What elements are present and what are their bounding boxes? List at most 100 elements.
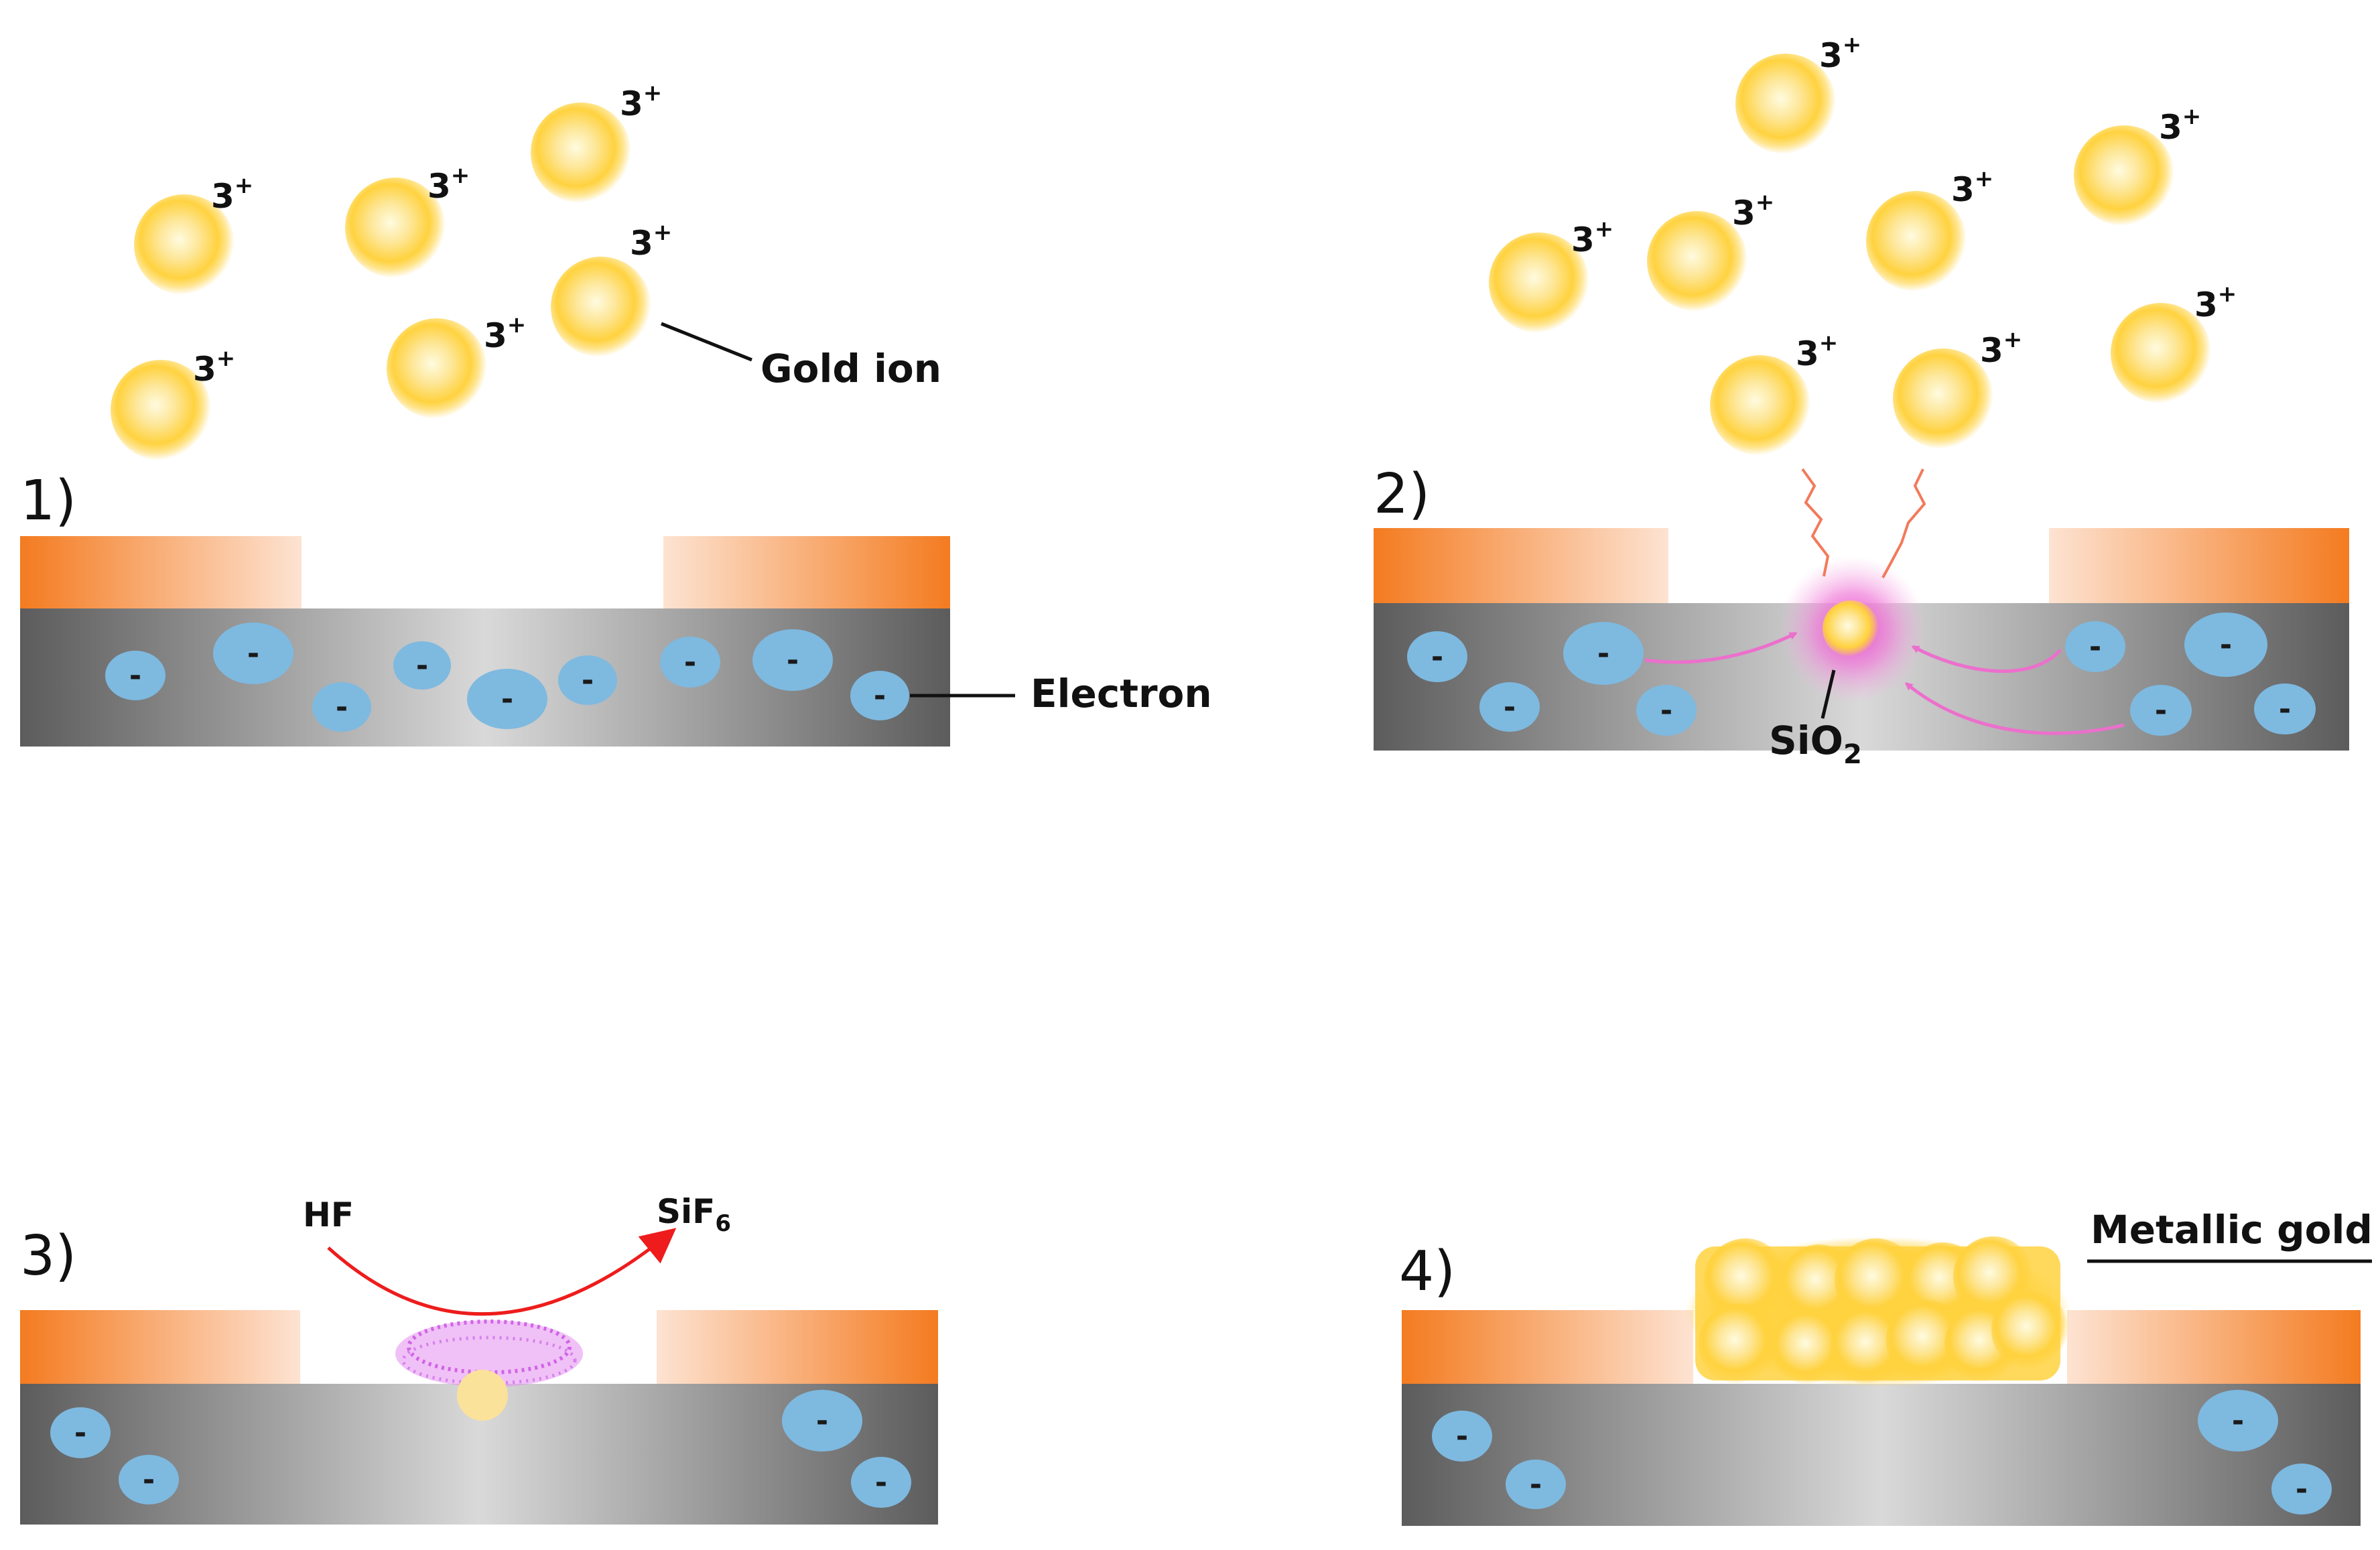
svg-text:-: - [247, 637, 259, 671]
photoresist-right [657, 1310, 938, 1384]
svg-text:-: - [1597, 637, 1609, 671]
electron: - [213, 623, 293, 684]
svg-text:-: - [336, 690, 348, 724]
gold-ion: 3+ [1647, 189, 1774, 312]
electron: - [2271, 1464, 2332, 1514]
electron-cloud: - - - - - - - - [1407, 612, 2316, 736]
dissolving-oxide [395, 1319, 583, 1421]
panel-3: 3) - - - - HF SiF6 [20, 1192, 938, 1525]
svg-text:3+: 3+ [193, 345, 235, 389]
electron: - [1506, 1460, 1566, 1509]
svg-text:-: - [2155, 694, 2167, 728]
electron-cloud: - - - - [50, 1390, 911, 1508]
svg-text:-: - [129, 659, 141, 693]
electron: - [850, 671, 909, 720]
gold-nucleus [457, 1370, 508, 1421]
sif6-label: SiF6 [657, 1192, 731, 1237]
svg-text:-: - [501, 682, 513, 716]
svg-text:-: - [2296, 1472, 2308, 1506]
svg-text:-: - [2232, 1404, 2244, 1438]
electron: - [2065, 621, 2125, 672]
svg-text:3+: 3+ [1951, 166, 1993, 209]
electron: - [119, 1455, 179, 1504]
electron: - [1563, 622, 1644, 685]
gold-ion: 3+ [1489, 216, 1613, 333]
electron-cloud: - - - - [1432, 1390, 2332, 1514]
photoresist-right [663, 536, 950, 608]
gold-ion-leader [661, 322, 752, 362]
electron: - [782, 1390, 862, 1451]
svg-text:-: - [875, 1466, 887, 1500]
svg-text:-: - [582, 663, 594, 698]
electron: - [558, 655, 617, 705]
svg-text:-: - [416, 649, 428, 683]
photoresist-left [20, 1310, 300, 1384]
electron: - [105, 651, 166, 700]
svg-text:3+: 3+ [620, 80, 662, 123]
svg-text:3+: 3+ [1571, 216, 1613, 259]
svg-text:3+: 3+ [2159, 103, 2201, 147]
electron: - [1407, 631, 1467, 682]
svg-text:3+: 3+ [630, 219, 672, 263]
sio2-leader [1821, 669, 1836, 719]
photoresist-left [1402, 1310, 1693, 1384]
photoresist-right [2067, 1310, 2361, 1384]
electron-cloud: - - - - - - - - - [105, 623, 909, 732]
svg-text:3+: 3+ [427, 162, 470, 206]
electron: - [467, 669, 547, 729]
panel-4: 4) - - - - Metallic gold [1399, 1207, 2373, 1526]
reaction-arrow [327, 1228, 677, 1316]
svg-text:3+: 3+ [484, 312, 526, 355]
electron: - [1636, 685, 1697, 736]
silicon-substrate [1402, 1384, 2361, 1526]
gold-ion: 3+ [1866, 166, 1993, 292]
svg-text:3+: 3+ [1732, 189, 1774, 233]
svg-text:-: - [2220, 628, 2232, 662]
photoresist-right [2049, 528, 2349, 603]
svg-text:3+: 3+ [2194, 281, 2237, 324]
electron: - [2254, 684, 2316, 734]
step-label-3: 3) [20, 1224, 76, 1288]
svg-text:-: - [1431, 640, 1443, 674]
svg-text:-: - [2089, 630, 2101, 664]
svg-text:-: - [787, 643, 799, 677]
step-label-2: 2) [1374, 462, 1430, 526]
metallic-gold-label: Metallic gold [2091, 1207, 2373, 1252]
electron: - [2184, 612, 2267, 677]
gold-ion: 3+ [2074, 103, 2201, 226]
electron: - [2130, 685, 2192, 736]
step-label-1: 1) [20, 469, 76, 533]
metallic-gold-deposit [1685, 1236, 2070, 1387]
gold-ion: 3+ [2111, 281, 2237, 403]
electron: - [660, 637, 720, 688]
svg-text:-: - [1660, 694, 1672, 728]
gold-ion: 3+ [1893, 326, 2022, 449]
gold-ion: 3+ [134, 172, 253, 295]
gold-ion: 3+ [345, 162, 470, 278]
gold-ion: 3+ [1735, 31, 1861, 154]
svg-text:-: - [1504, 690, 1516, 724]
electron: - [752, 629, 833, 691]
svg-text:-: - [1530, 1468, 1542, 1502]
gold-ion: 3+ [531, 80, 662, 203]
svg-text:3+: 3+ [1980, 326, 2022, 370]
gold-ion: 3+ [387, 312, 526, 419]
gold-ion: 3+ [1710, 330, 1838, 456]
electron: - [1432, 1411, 1492, 1462]
svg-text:-: - [74, 1416, 86, 1450]
photoresist-left [20, 536, 302, 608]
electron-flow-arrows [1644, 631, 2125, 735]
svg-text:-: - [684, 645, 696, 680]
electron: - [851, 1457, 911, 1508]
panel-2: 2) - - - - - - - - SiO2 3+ [1374, 31, 2349, 770]
electron: - [2198, 1390, 2278, 1451]
hf-label: HF [303, 1196, 354, 1234]
panel-1: 1) - - - - - - - - - 3+ 3+ 3+ 3+ 3+ 3+ G… [20, 80, 1212, 747]
gold-ion: 3+ [111, 345, 235, 460]
svg-text:-: - [874, 679, 886, 713]
electron: - [1479, 682, 1540, 732]
photoresist-left [1374, 528, 1668, 603]
gold-ion-label: Gold ion [761, 346, 941, 391]
svg-text:-: - [143, 1463, 155, 1497]
